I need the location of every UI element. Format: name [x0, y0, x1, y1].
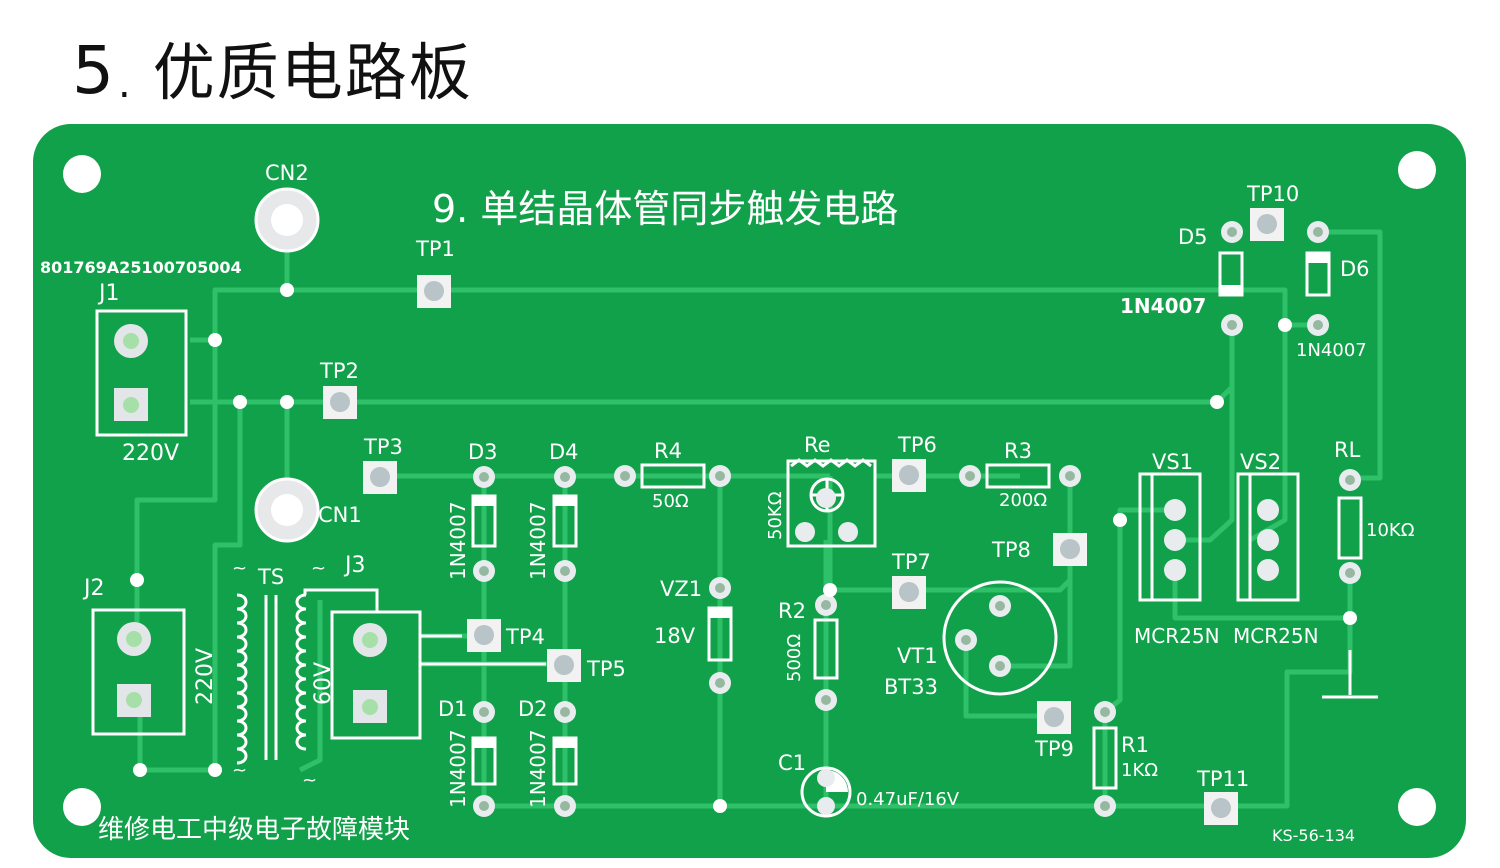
label-d1: D1 [438, 697, 468, 721]
capacitor-c1 [800, 766, 852, 818]
label-tp1: TP1 [415, 237, 455, 261]
label-vz1-value: 18V [654, 624, 696, 648]
heading-number: 5 [72, 32, 114, 109]
label-r4-value: 50Ω [652, 491, 689, 512]
label-j1-voltage: 220V [122, 441, 179, 466]
label-d3: D3 [468, 440, 498, 464]
label-d6-part: 1N4007 [1296, 340, 1367, 361]
label-tp9: TP9 [1034, 737, 1074, 761]
label-rl-value: 10KΩ [1366, 520, 1415, 541]
board-serial: 801769A25100705004 [40, 258, 242, 277]
label-j3: J3 [343, 553, 366, 578]
label-d5-part: 1N4007 [1120, 294, 1206, 318]
label-r4: R4 [654, 439, 682, 463]
label-vs1-part: MCR25N [1134, 624, 1220, 648]
label-d3-part: 1N4007 [446, 501, 470, 580]
test-point-holes [330, 214, 1277, 818]
label-tp10: TP10 [1246, 182, 1299, 206]
terminal-pads [114, 324, 387, 723]
label-tp7: TP7 [891, 550, 931, 574]
label-cn1: CN1 [318, 503, 362, 527]
label-vs2: VS2 [1240, 450, 1281, 474]
label-r3: R3 [1004, 439, 1032, 463]
label-r1: R1 [1121, 733, 1149, 757]
label-tilde-3: ~ [232, 760, 247, 781]
label-c1-value: 0.47uF/16V [856, 789, 960, 810]
label-cn2: CN2 [265, 161, 309, 185]
label-r2: R2 [778, 599, 806, 623]
label-d4: D4 [549, 440, 579, 464]
label-ts: TS [257, 565, 284, 589]
label-r3-value: 200Ω [999, 490, 1047, 511]
heading-title: 优质电路板 [152, 36, 473, 109]
label-j3-voltage: 60V [311, 662, 336, 705]
label-tp6: TP6 [897, 433, 937, 457]
mounting-holes [63, 151, 1436, 826]
label-j1: J1 [97, 281, 120, 306]
label-vt1-part: BT33 [884, 675, 938, 699]
label-re-value: 50KΩ [765, 491, 786, 540]
page-heading: 5 . 优质电路板 [72, 14, 473, 109]
label-r2-value: 500Ω [784, 634, 805, 682]
label-vt1: VT1 [897, 644, 938, 668]
label-tp8: TP8 [991, 538, 1031, 562]
label-tp2: TP2 [319, 359, 359, 383]
label-r1-value: 1KΩ [1121, 760, 1158, 781]
label-tp4: TP4 [505, 625, 545, 649]
label-d1-part: 1N4007 [446, 729, 470, 808]
junction-dots [130, 283, 1357, 813]
label-tp5: TP5 [586, 657, 626, 681]
label-j2-voltage: 220V [193, 648, 218, 705]
label-tilde-2: ~ [311, 558, 326, 579]
heading-dot: . [118, 61, 131, 107]
label-tp11: TP11 [1196, 767, 1249, 791]
board-code: KS-56-134 [1272, 826, 1355, 845]
silkscreen-marks [472, 253, 1330, 748]
label-d5: D5 [1178, 225, 1208, 249]
connector-pads-large [254, 187, 320, 543]
label-j2: J2 [82, 576, 105, 601]
label-d2: D2 [518, 697, 548, 721]
label-d4-part: 1N4007 [526, 501, 550, 580]
silkscreen-outlines [91, 251, 1378, 790]
test-point-pads [323, 208, 1284, 825]
label-d6: D6 [1340, 257, 1370, 281]
label-re: Re [804, 433, 831, 457]
label-tilde-1: ~ [232, 558, 247, 579]
label-vs1: VS1 [1152, 450, 1193, 474]
board-title: 9. 单结晶体管同步触发电路 [432, 187, 898, 231]
component-pads [473, 221, 1361, 817]
label-vs2-part: MCR25N [1233, 624, 1319, 648]
label-d2-part: 1N4007 [526, 729, 550, 808]
label-tilde-4: ~ [302, 770, 317, 791]
label-c1: C1 [778, 751, 806, 775]
pcb-board [33, 124, 1466, 858]
label-vz1: VZ1 [660, 577, 702, 601]
board-footer: 维修电工中级电子故障模块 [98, 815, 410, 845]
label-rl: RL [1334, 438, 1361, 462]
label-tp3: TP3 [363, 435, 403, 459]
